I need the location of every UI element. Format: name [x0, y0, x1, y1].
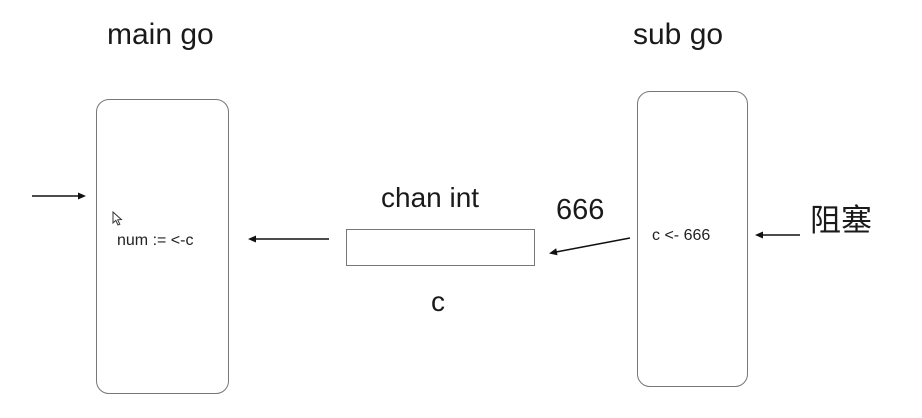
entry-arrow	[32, 192, 86, 200]
channel-buffer-box	[346, 229, 535, 266]
sent-value-label: 666	[556, 194, 605, 226]
receive-arrow	[248, 235, 329, 243]
sub-goroutine-box	[637, 91, 748, 387]
main-goroutine-title: main go	[107, 18, 214, 51]
sub-goroutine-title: sub go	[633, 18, 724, 51]
send-arrow	[549, 237, 631, 256]
channel-type-label: chan int	[381, 182, 480, 213]
mouse-pointer-icon	[112, 211, 123, 226]
send-statement: c <- 666	[652, 227, 711, 244]
main-goroutine-box	[96, 99, 229, 394]
receive-statement: num := <-c	[117, 232, 194, 249]
blocked-label: 阻塞	[810, 203, 872, 238]
channel-name-label: c	[431, 286, 445, 317]
blocked-arrow	[755, 231, 800, 239]
